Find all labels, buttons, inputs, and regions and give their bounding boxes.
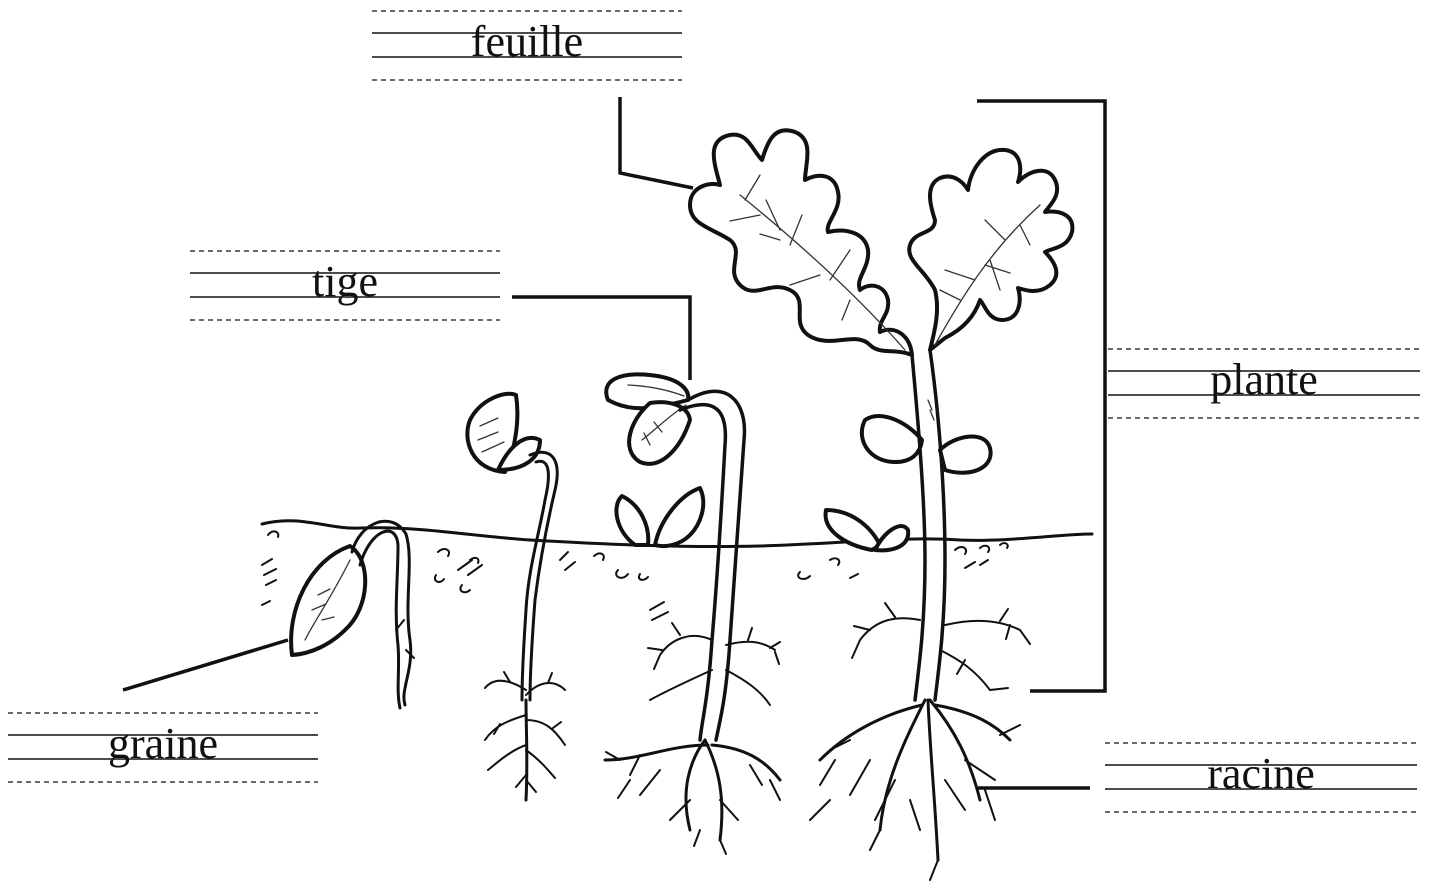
label-seed: graine	[8, 710, 318, 786]
leader-leaf	[620, 97, 693, 188]
label-leaf-text: feuille	[372, 20, 682, 64]
label-plant: plante	[1108, 346, 1420, 422]
label-leaf: feuille	[372, 8, 682, 84]
label-stem: tige	[190, 248, 500, 324]
label-stem-text: tige	[190, 260, 500, 304]
young-seedling	[605, 374, 780, 854]
label-root-text: racine	[1105, 752, 1417, 796]
hook-seedling	[467, 394, 565, 800]
leader-stem	[512, 297, 690, 380]
label-seed-text: graine	[8, 722, 318, 766]
mature-plant	[690, 130, 1072, 880]
leader-seed	[123, 640, 288, 690]
sprouting-seed	[291, 521, 414, 708]
label-root: racine	[1105, 740, 1417, 816]
label-plant-text: plante	[1108, 358, 1420, 402]
oak-leaf-right	[909, 150, 1072, 350]
